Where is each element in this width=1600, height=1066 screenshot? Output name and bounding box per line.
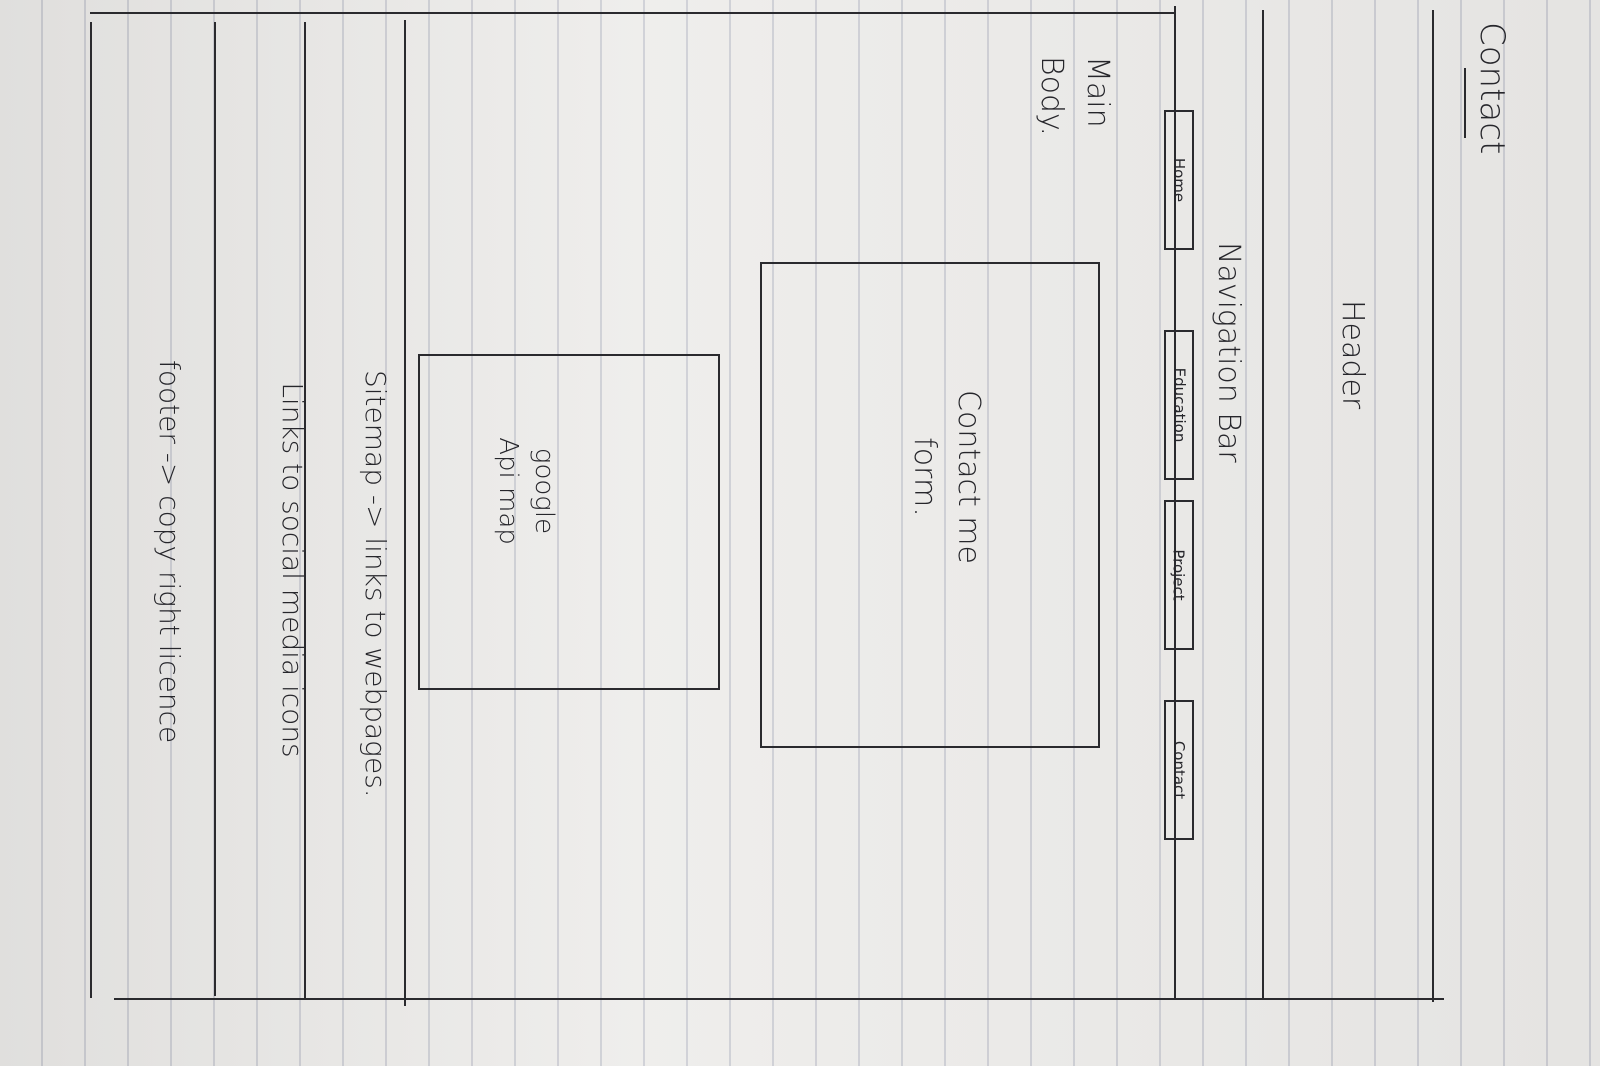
page-title: Contact (1472, 22, 1512, 155)
map-label: google Api map (490, 426, 562, 556)
main-body-label: Main Body. (1028, 56, 1120, 166)
social-links-label-text: Links to social media icons (276, 382, 309, 758)
nav-tab-project-label: Project (1170, 549, 1189, 601)
nav-bar-label: Navigation Bar (1211, 242, 1246, 463)
nav-tab-contact-label: Contact (1170, 740, 1189, 800)
main-body-label-text: Main Body. (1034, 56, 1115, 137)
header-outer-edge (1432, 10, 1434, 1002)
nav-tab-home-label: Home (1170, 157, 1189, 203)
footer-outer-edge (90, 22, 92, 998)
sitemap-social-divider (304, 22, 306, 1000)
map-box (418, 354, 720, 690)
contact-form-label-text: Contact me form. (907, 390, 986, 564)
footer-label: footer -> copy right licence (153, 360, 186, 744)
contact-form-label: Contact me form. (902, 362, 990, 592)
page-title-underline (1464, 68, 1466, 138)
social-footer-divider (214, 22, 216, 996)
nav-tab-home[interactable]: Home (1164, 110, 1194, 250)
sitemap-label: Sitemap -> links to webpages. (359, 370, 392, 798)
nav-tab-education[interactable]: Education (1164, 330, 1194, 480)
nav-tab-project[interactable]: Project (1164, 500, 1194, 650)
frame-top-edge (90, 12, 1176, 14)
nav-main-divider (1174, 6, 1176, 1000)
header-nav-divider (1262, 10, 1264, 1000)
nav-tab-education-label: Education (1170, 367, 1188, 443)
contact-form-box (760, 262, 1100, 748)
frame-bottom-edge (114, 998, 1444, 1000)
nav-tab-contact[interactable]: Contact (1164, 700, 1194, 840)
map-label-text: google Api map (493, 437, 559, 545)
header-label: Header (1335, 300, 1370, 410)
main-sitemap-divider (404, 20, 406, 1006)
social-links-label: Links to social media icons (272, 370, 312, 770)
